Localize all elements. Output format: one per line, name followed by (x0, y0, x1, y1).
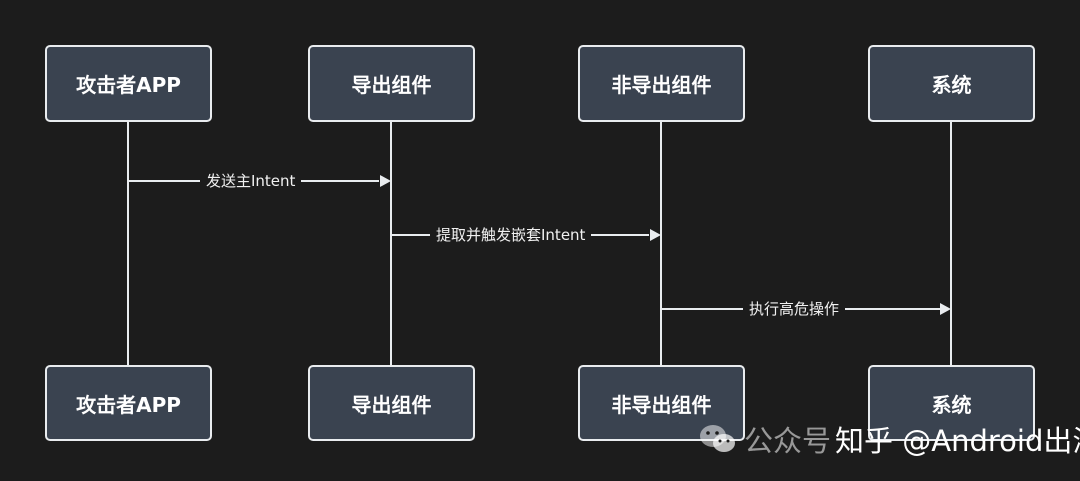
lifeline-non-exported-component (660, 122, 662, 365)
wechat-icon (700, 425, 735, 452)
participant-top-system: 系统 (868, 45, 1035, 122)
participant-bottom-exported-component: 导出组件 (308, 365, 475, 441)
participant-top-exported-component: 导出组件 (308, 45, 475, 122)
participant-bottom-attacker-app: 攻击者APP (45, 365, 212, 441)
participant-top-attacker-app: 攻击者APP (45, 45, 212, 122)
participant-bottom-system: 系统 (868, 365, 1035, 441)
watermark-author: 知乎 @Android出海 (835, 424, 1080, 458)
participant-top-non-exported-component: 非导出组件 (578, 45, 745, 122)
message-label-extract-nested-intent: 提取并触发嵌套Intent (430, 225, 592, 245)
message-arrowhead-send-main-intent (380, 175, 391, 187)
message-label-send-main-intent: 发送主Intent (200, 171, 302, 191)
message-arrowhead-execute-dangerous-op (940, 303, 951, 315)
message-label-execute-dangerous-op: 执行高危操作 (743, 299, 846, 319)
lifeline-system (950, 122, 952, 365)
lifeline-attacker-app (127, 122, 129, 365)
watermark: 公众号 知乎 @Android出海 (698, 418, 1080, 460)
message-arrowhead-extract-nested-intent (650, 229, 661, 241)
watermark-source: 公众号 (744, 424, 832, 458)
lifeline-exported-component (390, 122, 392, 365)
